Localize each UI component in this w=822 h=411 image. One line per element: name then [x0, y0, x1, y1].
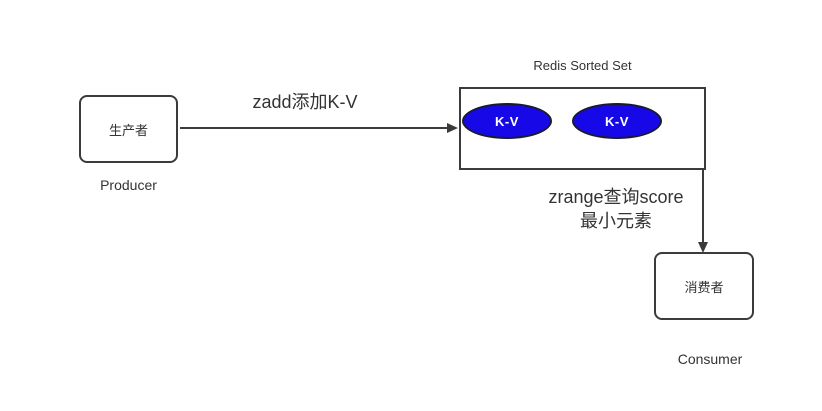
- zadd-arrow-line: [180, 127, 448, 129]
- zrange-arrow-label-line1: zrange查询score: [548, 187, 684, 207]
- consumer-caption: Consumer: [677, 351, 743, 367]
- producer-node-label: 生产者: [108, 122, 148, 138]
- kv-node-label: K-V: [605, 113, 629, 129]
- zadd-arrow-label: zadd添加K-V: [252, 92, 358, 112]
- kv-node: K-V: [462, 103, 552, 139]
- zrange-arrow-label-line2: 最小元素: [580, 211, 652, 232]
- kv-node-label: K-V: [495, 113, 519, 129]
- zrange-arrow-line: [702, 170, 704, 243]
- producer-caption: Producer: [100, 177, 157, 193]
- consumer-node-label: 消费者: [684, 279, 724, 295]
- producer-node: 生产者: [79, 95, 178, 163]
- zadd-arrow-head-icon: [447, 123, 458, 133]
- kv-node: K-V: [572, 103, 662, 139]
- zrange-arrow-label: zrange查询score 最小元素: [516, 185, 716, 234]
- consumer-node: 消费者: [654, 252, 754, 320]
- redis-sorted-set-title: Redis Sorted Set: [533, 58, 632, 73]
- zrange-arrow-head-icon: [698, 242, 708, 253]
